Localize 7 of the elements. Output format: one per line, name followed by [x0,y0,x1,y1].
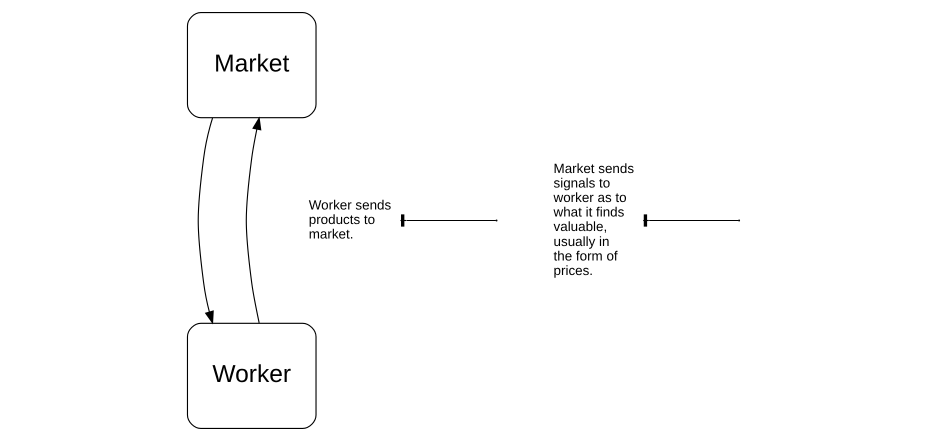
node-box: Worker [186,322,316,429]
arrow [197,118,214,325]
node-text: Worker sends products to market. [308,197,391,242]
arrow [245,116,261,323]
connector [642,220,738,222]
node-text: Market sends signals to worker as to what it finds valuable, usually in the form of prices. [553,161,634,278]
node-box: Market [186,12,316,118]
